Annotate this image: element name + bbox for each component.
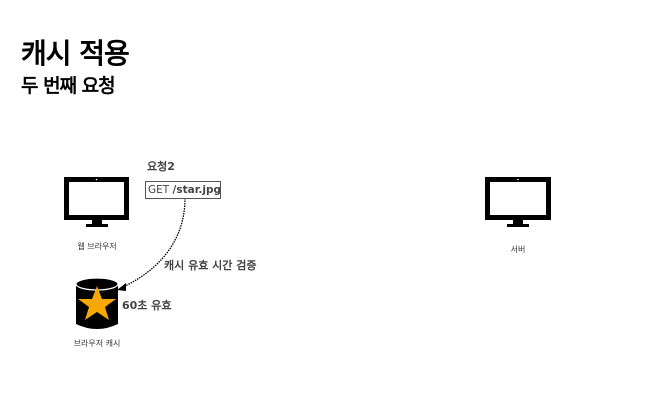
- cache-label: 브라우저 캐시: [73, 339, 121, 348]
- request-box: GET /star.jpg: [145, 181, 221, 199]
- page-title: 캐시 적용: [21, 37, 130, 70]
- page-subtitle: 두 번째 요청: [21, 75, 116, 97]
- server-monitor-icon: [485, 177, 551, 227]
- cache-validity: 60초 유효: [122, 299, 172, 312]
- request-method: GET: [148, 184, 170, 196]
- request-arrow: [117, 197, 186, 291]
- client-label: 웹 브라우저: [77, 242, 117, 251]
- cache-cylinder-icon: [75, 277, 119, 329]
- request-label: 요청2: [147, 160, 175, 173]
- arrow-label: 캐시 유효 시간 검증: [164, 259, 257, 272]
- browser-monitor-icon: [64, 177, 129, 227]
- star-icon: [78, 286, 116, 320]
- request-path: /star.jpg: [172, 184, 222, 196]
- server-label: 서버: [510, 245, 526, 254]
